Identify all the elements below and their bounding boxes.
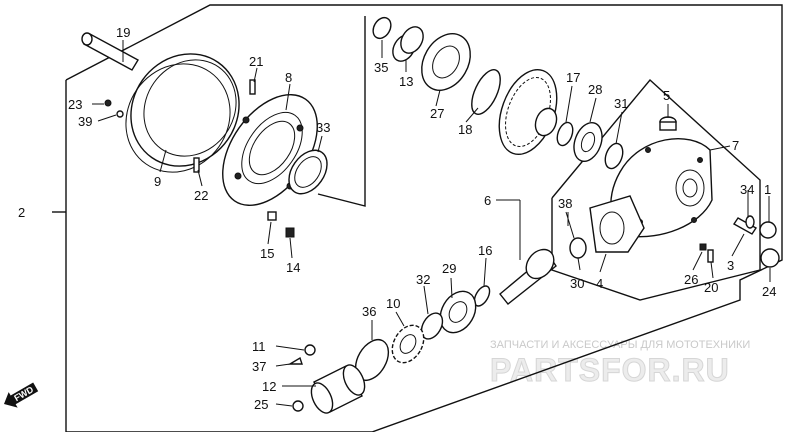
callouts: 19 9 21 8 33 22 23 39 2 15 14 35 13 27 1… bbox=[18, 25, 776, 412]
callout-39: 39 bbox=[78, 114, 92, 129]
fasteners bbox=[104, 79, 780, 412]
callout-23: 23 bbox=[68, 97, 82, 112]
callout-1: 1 bbox=[764, 182, 771, 197]
callout-38: 38 bbox=[558, 196, 572, 211]
callout-33: 33 bbox=[316, 120, 330, 135]
callout-13: 13 bbox=[399, 74, 413, 89]
callout-25: 25 bbox=[254, 397, 268, 412]
part-24-cap bbox=[760, 248, 780, 268]
callout-19: 19 bbox=[116, 25, 130, 40]
callout-29: 29 bbox=[442, 261, 456, 276]
part-22-bolt bbox=[193, 157, 200, 173]
watermark-logo: PARTSFOR.RU bbox=[490, 352, 730, 388]
upper-subframe bbox=[317, 16, 366, 207]
part-32-seal bbox=[420, 312, 444, 340]
part-9-ring bbox=[125, 53, 240, 173]
part-12-boot bbox=[310, 364, 366, 414]
part-35-oring bbox=[372, 16, 392, 40]
part-20-bolt bbox=[707, 249, 714, 263]
part-21-bolt bbox=[249, 79, 256, 95]
callout-31: 31 bbox=[614, 96, 628, 111]
part-1-nut bbox=[759, 221, 777, 239]
part-27-bearing bbox=[421, 33, 471, 91]
callout-6: 6 bbox=[484, 193, 491, 208]
part-13-sleeve bbox=[392, 26, 424, 62]
fwd-arrow: FWD bbox=[4, 382, 39, 408]
callout-11: 11 bbox=[252, 339, 266, 354]
callout-34: 34 bbox=[740, 182, 754, 197]
callout-24: 24 bbox=[762, 284, 776, 299]
part-15-nut bbox=[267, 211, 277, 221]
callout-3: 3 bbox=[727, 258, 734, 273]
callout-36: 36 bbox=[362, 304, 376, 319]
part-28-bearing bbox=[573, 121, 603, 163]
callout-26: 26 bbox=[684, 272, 698, 287]
part-11-bolt bbox=[304, 344, 316, 356]
part-37-washer bbox=[287, 356, 303, 365]
callout-35: 35 bbox=[374, 60, 388, 75]
part-26-bolt bbox=[699, 243, 707, 251]
part-30-nut bbox=[569, 237, 587, 259]
callout-32: 32 bbox=[416, 272, 430, 287]
part-4-housing bbox=[589, 195, 645, 253]
leader-lines bbox=[92, 40, 771, 407]
callout-9: 9 bbox=[154, 174, 161, 189]
part-31-seal bbox=[604, 142, 624, 170]
part-33-seal bbox=[288, 149, 328, 195]
callout-21: 21 bbox=[249, 54, 263, 69]
watermark: ЗАПЧАСТИ И АКСЕССУАРЫ ДЛЯ МОТОТЕХНИКИ PA… bbox=[490, 339, 751, 389]
part-18-snap-ring bbox=[471, 69, 501, 115]
fwd-arrow-icon bbox=[4, 382, 39, 408]
callout-12: 12 bbox=[262, 379, 276, 394]
callout-28: 28 bbox=[588, 82, 602, 97]
callout-37: 37 bbox=[252, 359, 266, 374]
callout-27: 27 bbox=[430, 106, 444, 121]
callout-14: 14 bbox=[286, 260, 300, 275]
callout-8: 8 bbox=[285, 70, 292, 85]
part-6-ring-gear bbox=[498, 69, 558, 155]
part-38-bolt bbox=[565, 211, 575, 239]
callout-15: 15 bbox=[260, 246, 274, 261]
callout-2: 2 bbox=[18, 205, 25, 220]
part-23-bolt bbox=[104, 99, 112, 107]
callout-5: 5 bbox=[663, 88, 670, 103]
part-17-shim bbox=[556, 121, 574, 147]
part-5-cap bbox=[659, 116, 677, 131]
part-19-pin bbox=[81, 32, 139, 71]
callout-4: 4 bbox=[596, 276, 603, 291]
callout-18: 18 bbox=[458, 122, 472, 137]
callout-17: 17 bbox=[566, 70, 580, 85]
callout-7: 7 bbox=[732, 138, 739, 153]
part-39-washer bbox=[116, 110, 124, 118]
callout-16: 16 bbox=[478, 243, 492, 258]
callout-20: 20 bbox=[704, 280, 718, 295]
part-25-bolt bbox=[292, 400, 304, 412]
assembly-frame bbox=[52, 4, 783, 432]
callout-30: 30 bbox=[570, 276, 584, 291]
callout-10: 10 bbox=[386, 296, 400, 311]
part-14-bolt bbox=[285, 227, 295, 238]
watermark-tagline: ЗАПЧАСТИ И АКСЕССУАРЫ ДЛЯ МОТОТЕХНИКИ bbox=[490, 339, 750, 351]
part-29-bearing bbox=[439, 290, 477, 334]
pinion-shaft bbox=[499, 248, 557, 305]
part-34-washer bbox=[745, 215, 755, 229]
part-16-shim bbox=[473, 285, 491, 307]
callout-22: 22 bbox=[194, 188, 208, 203]
part-10-coupler bbox=[391, 324, 425, 364]
